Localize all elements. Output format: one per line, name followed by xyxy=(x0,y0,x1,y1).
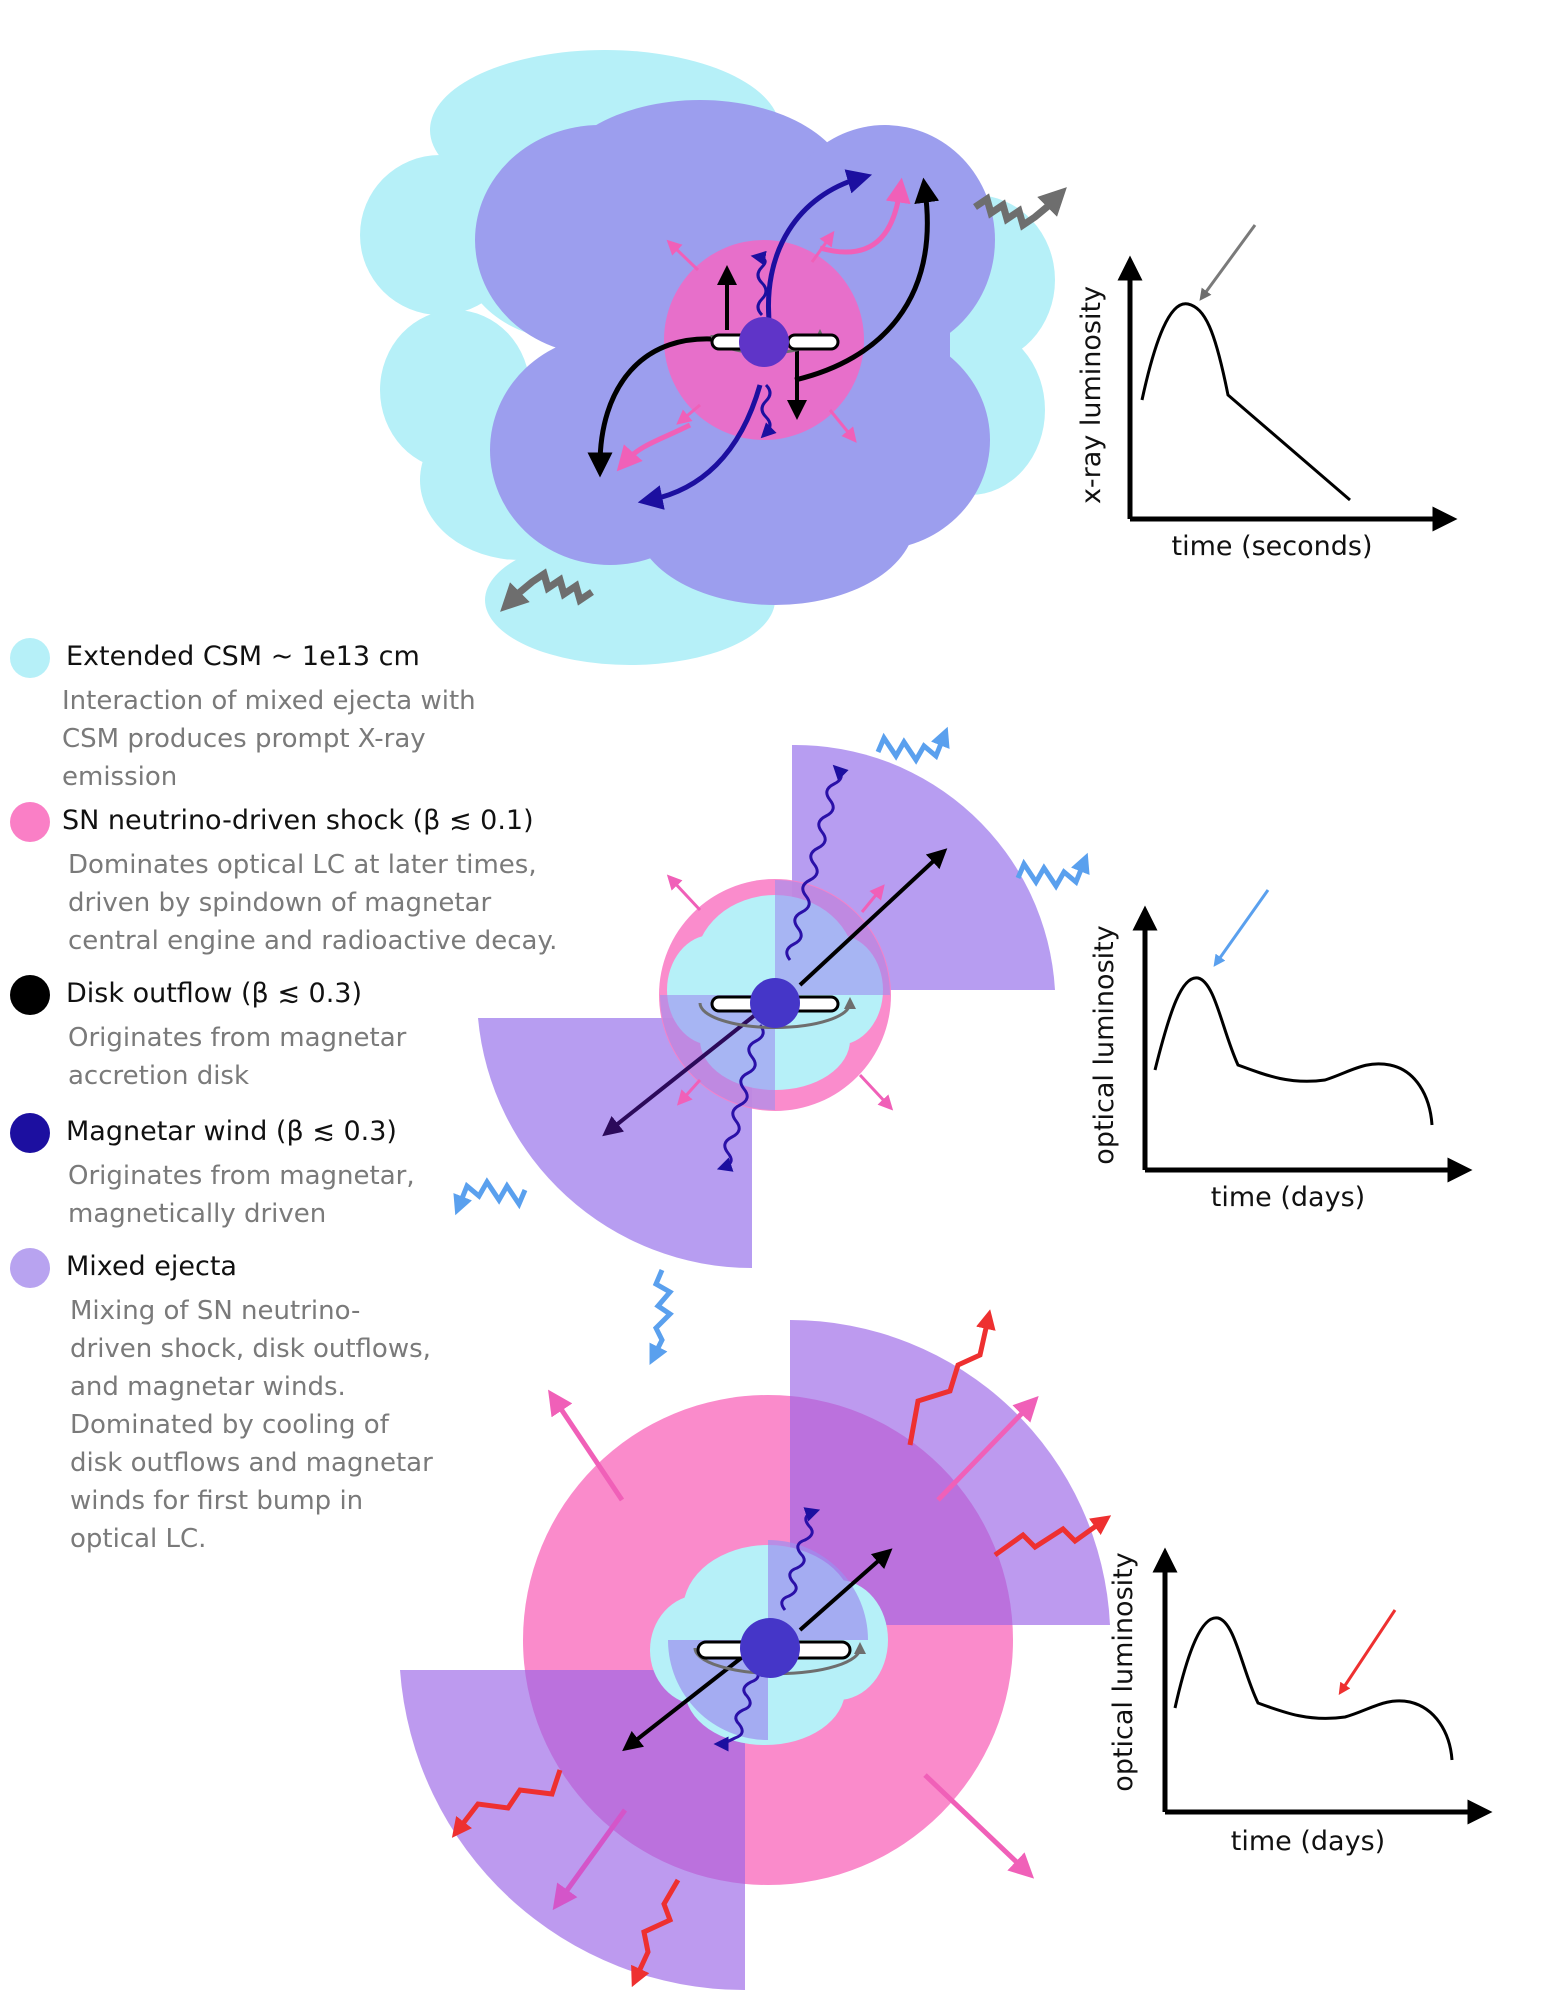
optical-curve-1 xyxy=(1153,976,1434,1126)
optical-ylabel-2: optical luminosity xyxy=(1108,1552,1139,1791)
optical-xlabel-1: time (days) xyxy=(1211,1182,1365,1213)
legend-desc: Interaction of mixed ejecta with CSM pro… xyxy=(62,686,476,792)
shock-swatch xyxy=(10,802,50,842)
legend-title: SN neutrino-driven shock (β ≲ 0.1) xyxy=(62,805,534,836)
magnetar-wind-arrows xyxy=(637,169,873,510)
optical-photon-arrows xyxy=(453,726,1090,1365)
legend-desc: Originates from magnetar, magnetically d… xyxy=(68,1161,415,1229)
xray-ylabel: x-ray luminosity xyxy=(1076,286,1107,504)
legend-desc: Dominates optical LC at later times, dri… xyxy=(68,850,558,956)
optical-xlabel-2: time (days) xyxy=(1231,1826,1385,1857)
first-bump-indicator-arrow xyxy=(1213,889,1270,967)
wind-bottom-sw xyxy=(713,1667,760,1752)
disk-outflow-bottom-sw xyxy=(622,1653,747,1752)
disk-outflow-middle-sw xyxy=(602,1013,757,1137)
legend-desc: Originates from magnetar accretion disk xyxy=(68,1023,407,1091)
bottom-diagram xyxy=(400,1309,1112,1991)
top-diagram xyxy=(360,50,1067,665)
optical-lightcurve-panel-1: optical luminosity time (days) xyxy=(1089,889,1473,1213)
pink-outflow-arrows xyxy=(616,177,911,472)
ejecta-wedge-bottom-ne xyxy=(790,1319,1110,1625)
magnetar-core xyxy=(710,317,840,367)
legend-title: Magnetar wind (β ≲ 0.3) xyxy=(66,1116,397,1147)
magnetar-core-middle xyxy=(698,978,856,1030)
wind-middle-ne xyxy=(785,764,849,961)
ejecta-wedge-bottom-sw xyxy=(400,1670,745,1991)
legend-desc: Mixing of SN neutrino- driven shock, dis… xyxy=(70,1296,433,1554)
middle-diagram xyxy=(453,726,1090,1365)
xray-curve xyxy=(1140,302,1351,502)
wind-bottom-ne xyxy=(780,1507,821,1611)
csm-swatch xyxy=(10,638,50,678)
disk-outflow-arrows xyxy=(587,177,940,478)
late-photon-arrows xyxy=(451,1309,1112,1988)
xray-xlabel: time (seconds) xyxy=(1171,531,1372,562)
second-bump-indicator-arrow xyxy=(1338,1609,1397,1696)
xray-emission-arrows xyxy=(500,187,1067,612)
legend-title: Extended CSM ~ 1e13 cm xyxy=(66,641,420,672)
legend-title: Mixed ejecta xyxy=(66,1251,237,1282)
legend-title: Disk outflow (β ≲ 0.3) xyxy=(66,978,363,1009)
magnetar-wind-swatch xyxy=(10,1113,50,1153)
disk-outflow-middle-ne xyxy=(798,848,948,987)
optical-curve-2 xyxy=(1173,1616,1454,1761)
optical-ylabel-1: optical luminosity xyxy=(1089,925,1120,1164)
optical-lightcurve-panel-2: optical luminosity time (days) xyxy=(1108,1547,1493,1857)
peak-indicator-arrow xyxy=(1199,224,1257,301)
disk-outflow-swatch xyxy=(10,975,50,1015)
pink-arrows-bottom xyxy=(548,1389,1039,1911)
magnetar-core-bottom xyxy=(693,1618,866,1678)
disk-outflow-bottom-ne xyxy=(798,1548,893,1632)
wind-middle-sw xyxy=(716,1024,765,1172)
xray-lightcurve-panel: x-ray luminosity time (seconds) xyxy=(1076,224,1458,562)
pink-arrows-middle xyxy=(666,874,894,1111)
mixed-ejecta-swatch xyxy=(10,1248,50,1288)
ejecta-wedge-lower-left xyxy=(478,1018,752,1268)
